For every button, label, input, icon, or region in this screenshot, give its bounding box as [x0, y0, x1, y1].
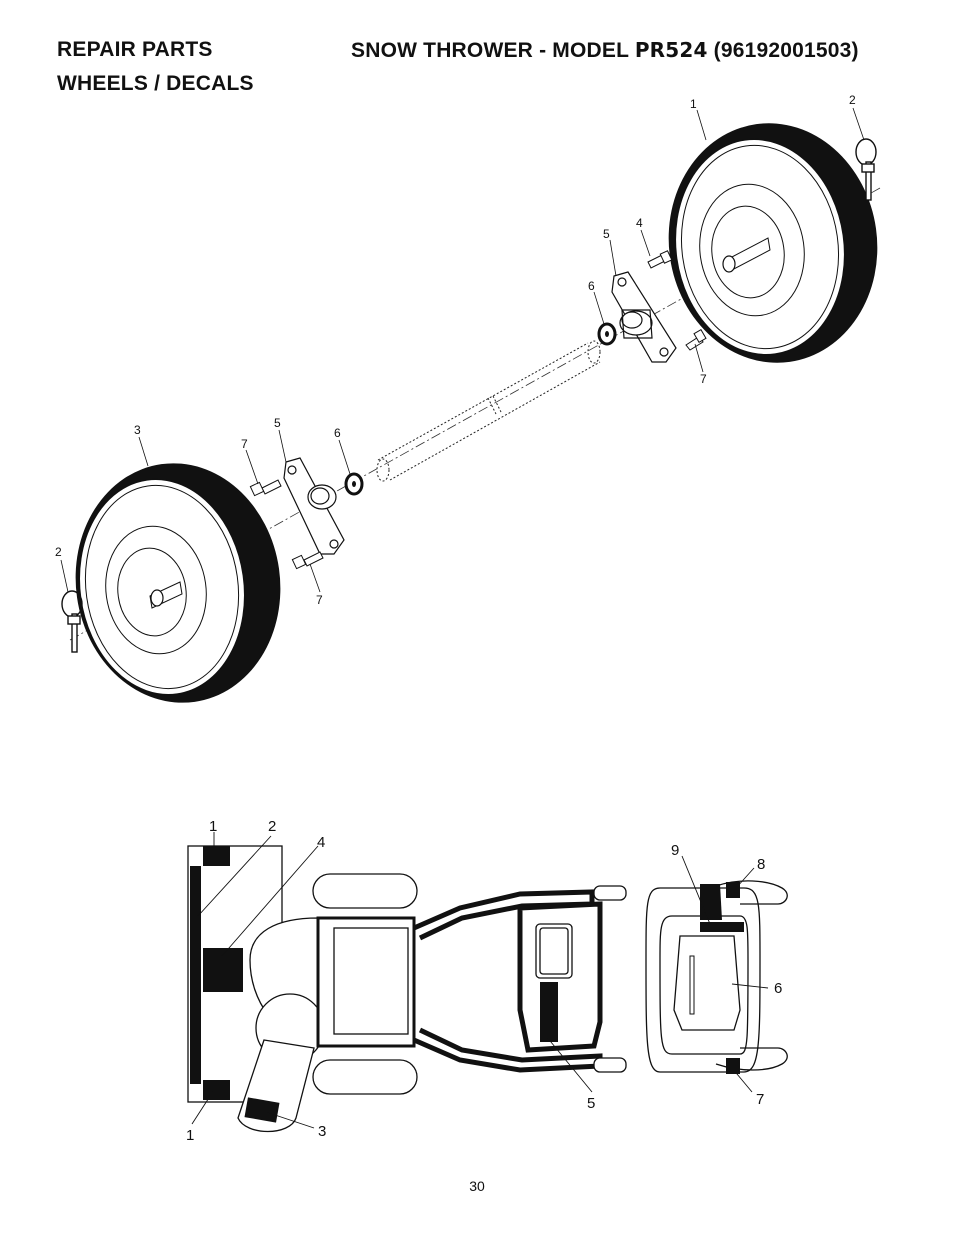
- wheel-callout: 2: [849, 93, 856, 107]
- product-title: SNOW THROWER - MODEL PR524 (96192001503): [351, 38, 859, 63]
- wheels-exploded-view: [60, 107, 881, 703]
- wheel-callout: 6: [588, 279, 595, 293]
- decal-callout: 1: [186, 1127, 194, 1144]
- part-number: (96192001503): [713, 39, 859, 62]
- decal-callout: 8: [757, 856, 765, 873]
- wheel-callout: 1: [690, 97, 697, 111]
- wheel-callout: 2: [55, 545, 62, 559]
- decal-callout: 2: [268, 818, 276, 835]
- wheel-callout: 3: [134, 423, 141, 437]
- decal-callouts: 1 2 4 1 3 5 9 8 6 7: [186, 818, 782, 1144]
- decal-leader-lines: [191, 832, 769, 1129]
- wheel-callouts: 1 2 4 5 6 7 3 7 5 6 2 7: [55, 93, 856, 607]
- wheel-callout: 7: [316, 593, 323, 607]
- decal-callout: 9: [671, 842, 679, 859]
- wheel-callout: 5: [603, 227, 610, 241]
- right-flange-bracket: [611, 271, 677, 363]
- title-prefix: SNOW THROWER - MODEL: [351, 39, 629, 62]
- decals-top-view: [187, 832, 788, 1133]
- wheel-callout: 7: [241, 437, 248, 451]
- wheel-callout: 6: [334, 426, 341, 440]
- left-bolts: [249, 479, 324, 570]
- decal-callout: 7: [756, 1091, 764, 1108]
- right-hitch-pin: [855, 138, 877, 201]
- left-washer: [344, 472, 364, 496]
- wheel-leader-lines: [60, 107, 865, 593]
- right-washer: [597, 322, 617, 346]
- section-title: REPAIR PARTS: [57, 38, 213, 61]
- decal-callout: 6: [774, 980, 782, 997]
- left-wheel: [75, 463, 281, 703]
- page-subtitle: WHEELS / DECALS: [57, 72, 254, 95]
- left-flange-bracket: [283, 457, 345, 555]
- page-number: 30: [469, 1178, 485, 1194]
- right-bolts: [647, 250, 707, 351]
- wheel-callout: 7: [700, 372, 707, 386]
- right-wheel: [668, 123, 878, 363]
- decal-callout: 4: [317, 834, 325, 851]
- wheel-callout: 5: [274, 416, 281, 430]
- decal-callout: 3: [318, 1123, 326, 1140]
- model-number: PR524: [634, 38, 708, 62]
- left-hitch-pin: [61, 590, 83, 653]
- wheel-callout: 4: [636, 216, 643, 230]
- decal-callout: 1: [209, 818, 217, 835]
- axle-shaft: [376, 340, 601, 482]
- decal-callout: 5: [587, 1095, 595, 1112]
